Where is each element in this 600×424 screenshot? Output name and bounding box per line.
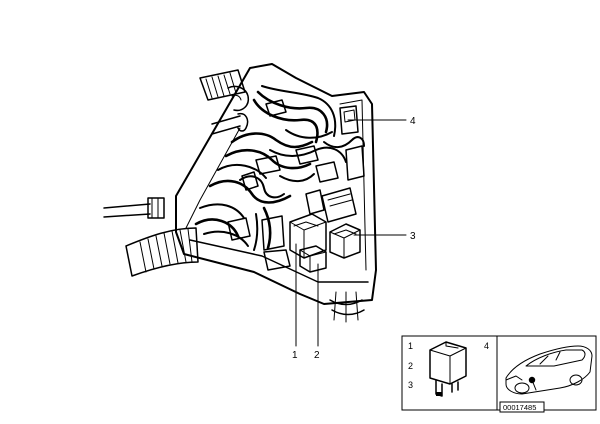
callout-3: 3 xyxy=(410,231,416,242)
connectors xyxy=(227,99,365,251)
callout-2: 2 xyxy=(314,350,320,361)
relay-1-in-box xyxy=(289,213,327,259)
wire-harness xyxy=(194,85,365,251)
legend-number-2: 2 xyxy=(408,361,413,371)
corrugated-hose-top xyxy=(199,69,246,101)
callout-1: 1 xyxy=(292,350,298,361)
relay-icon xyxy=(429,341,467,397)
relay-box-drawing xyxy=(103,63,377,323)
legend-number-1: 1 xyxy=(408,341,413,351)
legend-number-4: 4 xyxy=(484,341,489,351)
callout-4: 4 xyxy=(410,116,416,127)
diagram-code: 00017485 xyxy=(503,403,536,412)
leader-lines xyxy=(295,119,407,347)
corrugated-hose-bottom xyxy=(125,227,199,277)
diagram-code-box xyxy=(499,401,545,413)
relay-3-in-box xyxy=(329,223,361,259)
car-location-icon xyxy=(505,345,593,395)
inset-legend: 1 2 3 4 00017485 xyxy=(401,335,597,413)
relay-2-in-box xyxy=(299,245,327,273)
legend-number-3: 3 xyxy=(408,380,413,390)
